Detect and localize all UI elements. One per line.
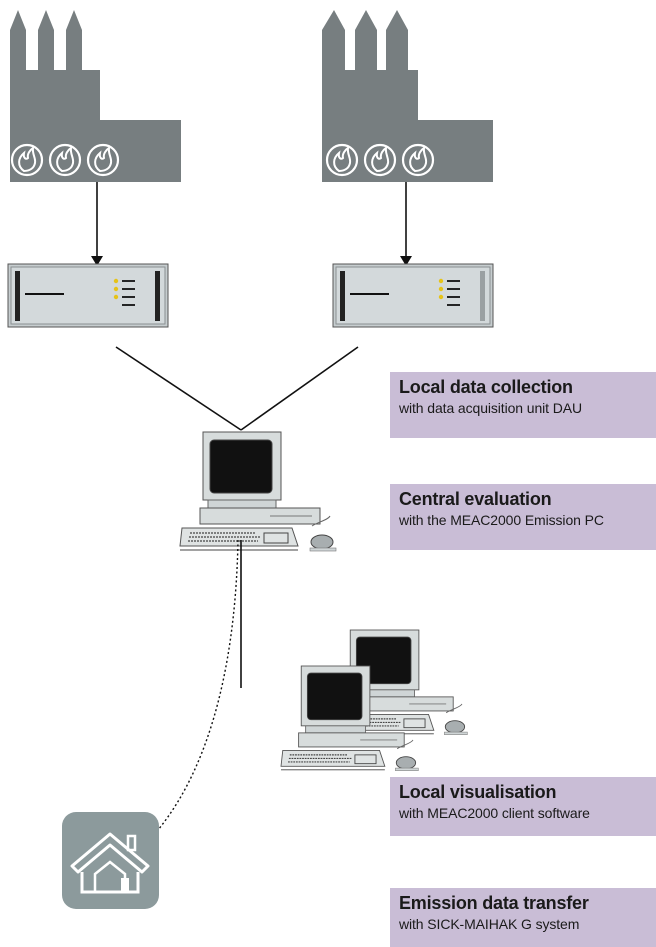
arrow-connector xyxy=(91,182,103,266)
computer-icon xyxy=(179,431,337,552)
arrow-connector xyxy=(400,182,412,266)
data-acquisition-unit-icon xyxy=(7,263,169,328)
label-subtitle: with data acquisition unit DAU xyxy=(399,400,582,416)
label-title: Local data collection xyxy=(399,377,573,397)
label-title: Local visualisation xyxy=(399,782,557,802)
remote-transfer-connector xyxy=(157,539,239,831)
label-subtitle: with SICK-MAIHAK G system xyxy=(399,916,580,932)
label-title: Emission data transfer xyxy=(399,893,589,913)
label-title: Central evaluation xyxy=(399,489,552,509)
local-visualisation-label: Local visualisation with MEAC2000 client… xyxy=(390,777,656,836)
factory-icon xyxy=(10,10,181,182)
label-subtitle: with the MEAC2000 Emission PC xyxy=(399,512,604,528)
factory-icon xyxy=(322,10,493,182)
local-data-collection-label: Local data collection with data acquisit… xyxy=(390,372,656,438)
house-icon xyxy=(62,812,159,909)
data-acquisition-unit-icon xyxy=(332,263,494,328)
central-evaluation-label: Central evaluation with the MEAC2000 Emi… xyxy=(390,484,656,550)
emission-data-transfer-label: Emission data transfer with SICK-MAIHAK … xyxy=(390,888,656,947)
label-subtitle: with MEAC2000 client software xyxy=(399,805,590,821)
network-connector xyxy=(115,346,359,431)
